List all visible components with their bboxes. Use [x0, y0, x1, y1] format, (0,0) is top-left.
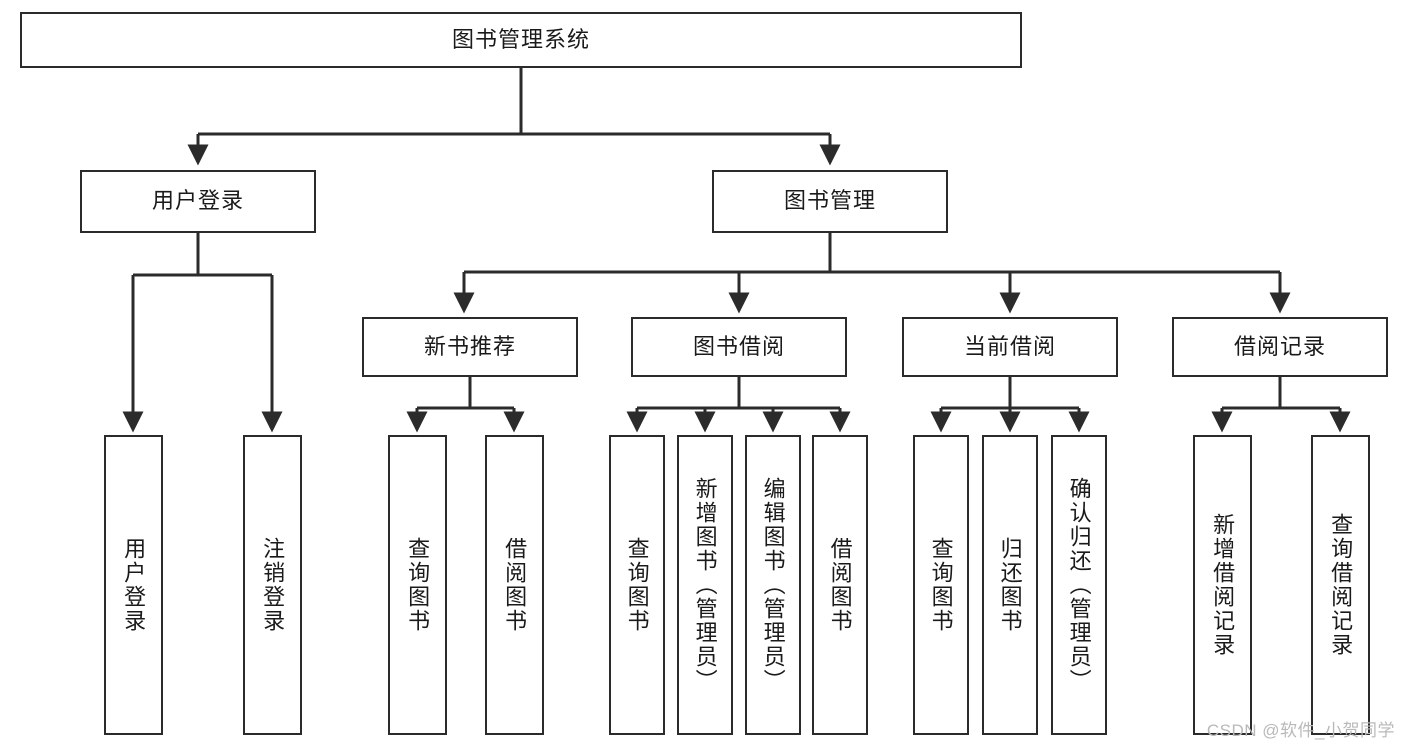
node-label: 查询图书: [624, 537, 650, 633]
node-label: 注销登录: [260, 537, 286, 633]
node-label: 确认归还（管理员）: [1066, 477, 1092, 693]
leaf-query-book-current[interactable]: 查询图书: [913, 435, 969, 735]
node-label: 查询图书: [928, 537, 954, 633]
node-borrow-record[interactable]: 借阅记录: [1172, 317, 1388, 377]
leaf-confirm-return-admin[interactable]: 确认归还（管理员）: [1051, 435, 1107, 735]
leaf-borrow-book-recommend[interactable]: 借阅图书: [485, 435, 544, 735]
leaf-return-book[interactable]: 归还图书: [982, 435, 1038, 735]
leaf-query-borrow-record[interactable]: 查询借阅记录: [1311, 435, 1370, 735]
leaf-user-login[interactable]: 用户登录: [104, 435, 163, 735]
node-book-borrow[interactable]: 图书借阅: [631, 317, 847, 377]
leaf-logout[interactable]: 注销登录: [243, 435, 302, 735]
leaf-add-book-admin[interactable]: 新增图书（管理员）: [677, 435, 733, 735]
node-label: 新增图书（管理员）: [692, 477, 718, 693]
node-label: 借阅记录: [1233, 333, 1326, 359]
node-label: 图书管理系统: [451, 26, 590, 52]
node-label: 借阅图书: [827, 537, 853, 633]
node-label: 编辑图书（管理员）: [760, 477, 786, 693]
node-new-book-recommend[interactable]: 新书推荐: [362, 317, 578, 377]
node-current-borrow[interactable]: 当前借阅: [902, 317, 1118, 377]
node-label: 用户登录: [121, 537, 147, 633]
node-user-login[interactable]: 用户登录: [80, 170, 316, 233]
node-label: 归还图书: [997, 537, 1023, 633]
node-label: 借阅图书: [502, 537, 528, 633]
node-label: 当前借阅: [963, 333, 1056, 359]
node-label: 用户登录: [151, 188, 244, 214]
node-label: 新增借阅记录: [1210, 513, 1236, 657]
leaf-borrow-book[interactable]: 借阅图书: [812, 435, 868, 735]
leaf-query-book-borrow[interactable]: 查询图书: [609, 435, 665, 735]
leaf-add-borrow-record[interactable]: 新增借阅记录: [1193, 435, 1252, 735]
node-label: 图书借阅: [692, 333, 785, 359]
node-label: 查询图书: [405, 537, 431, 633]
node-root-system[interactable]: 图书管理系统: [20, 12, 1022, 68]
node-label: 图书管理: [783, 188, 876, 214]
leaf-edit-book-admin[interactable]: 编辑图书（管理员）: [745, 435, 801, 735]
node-label: 新书推荐: [423, 333, 516, 359]
node-book-management[interactable]: 图书管理: [712, 170, 948, 233]
node-label: 查询借阅记录: [1328, 513, 1354, 657]
leaf-query-book-recommend[interactable]: 查询图书: [388, 435, 447, 735]
